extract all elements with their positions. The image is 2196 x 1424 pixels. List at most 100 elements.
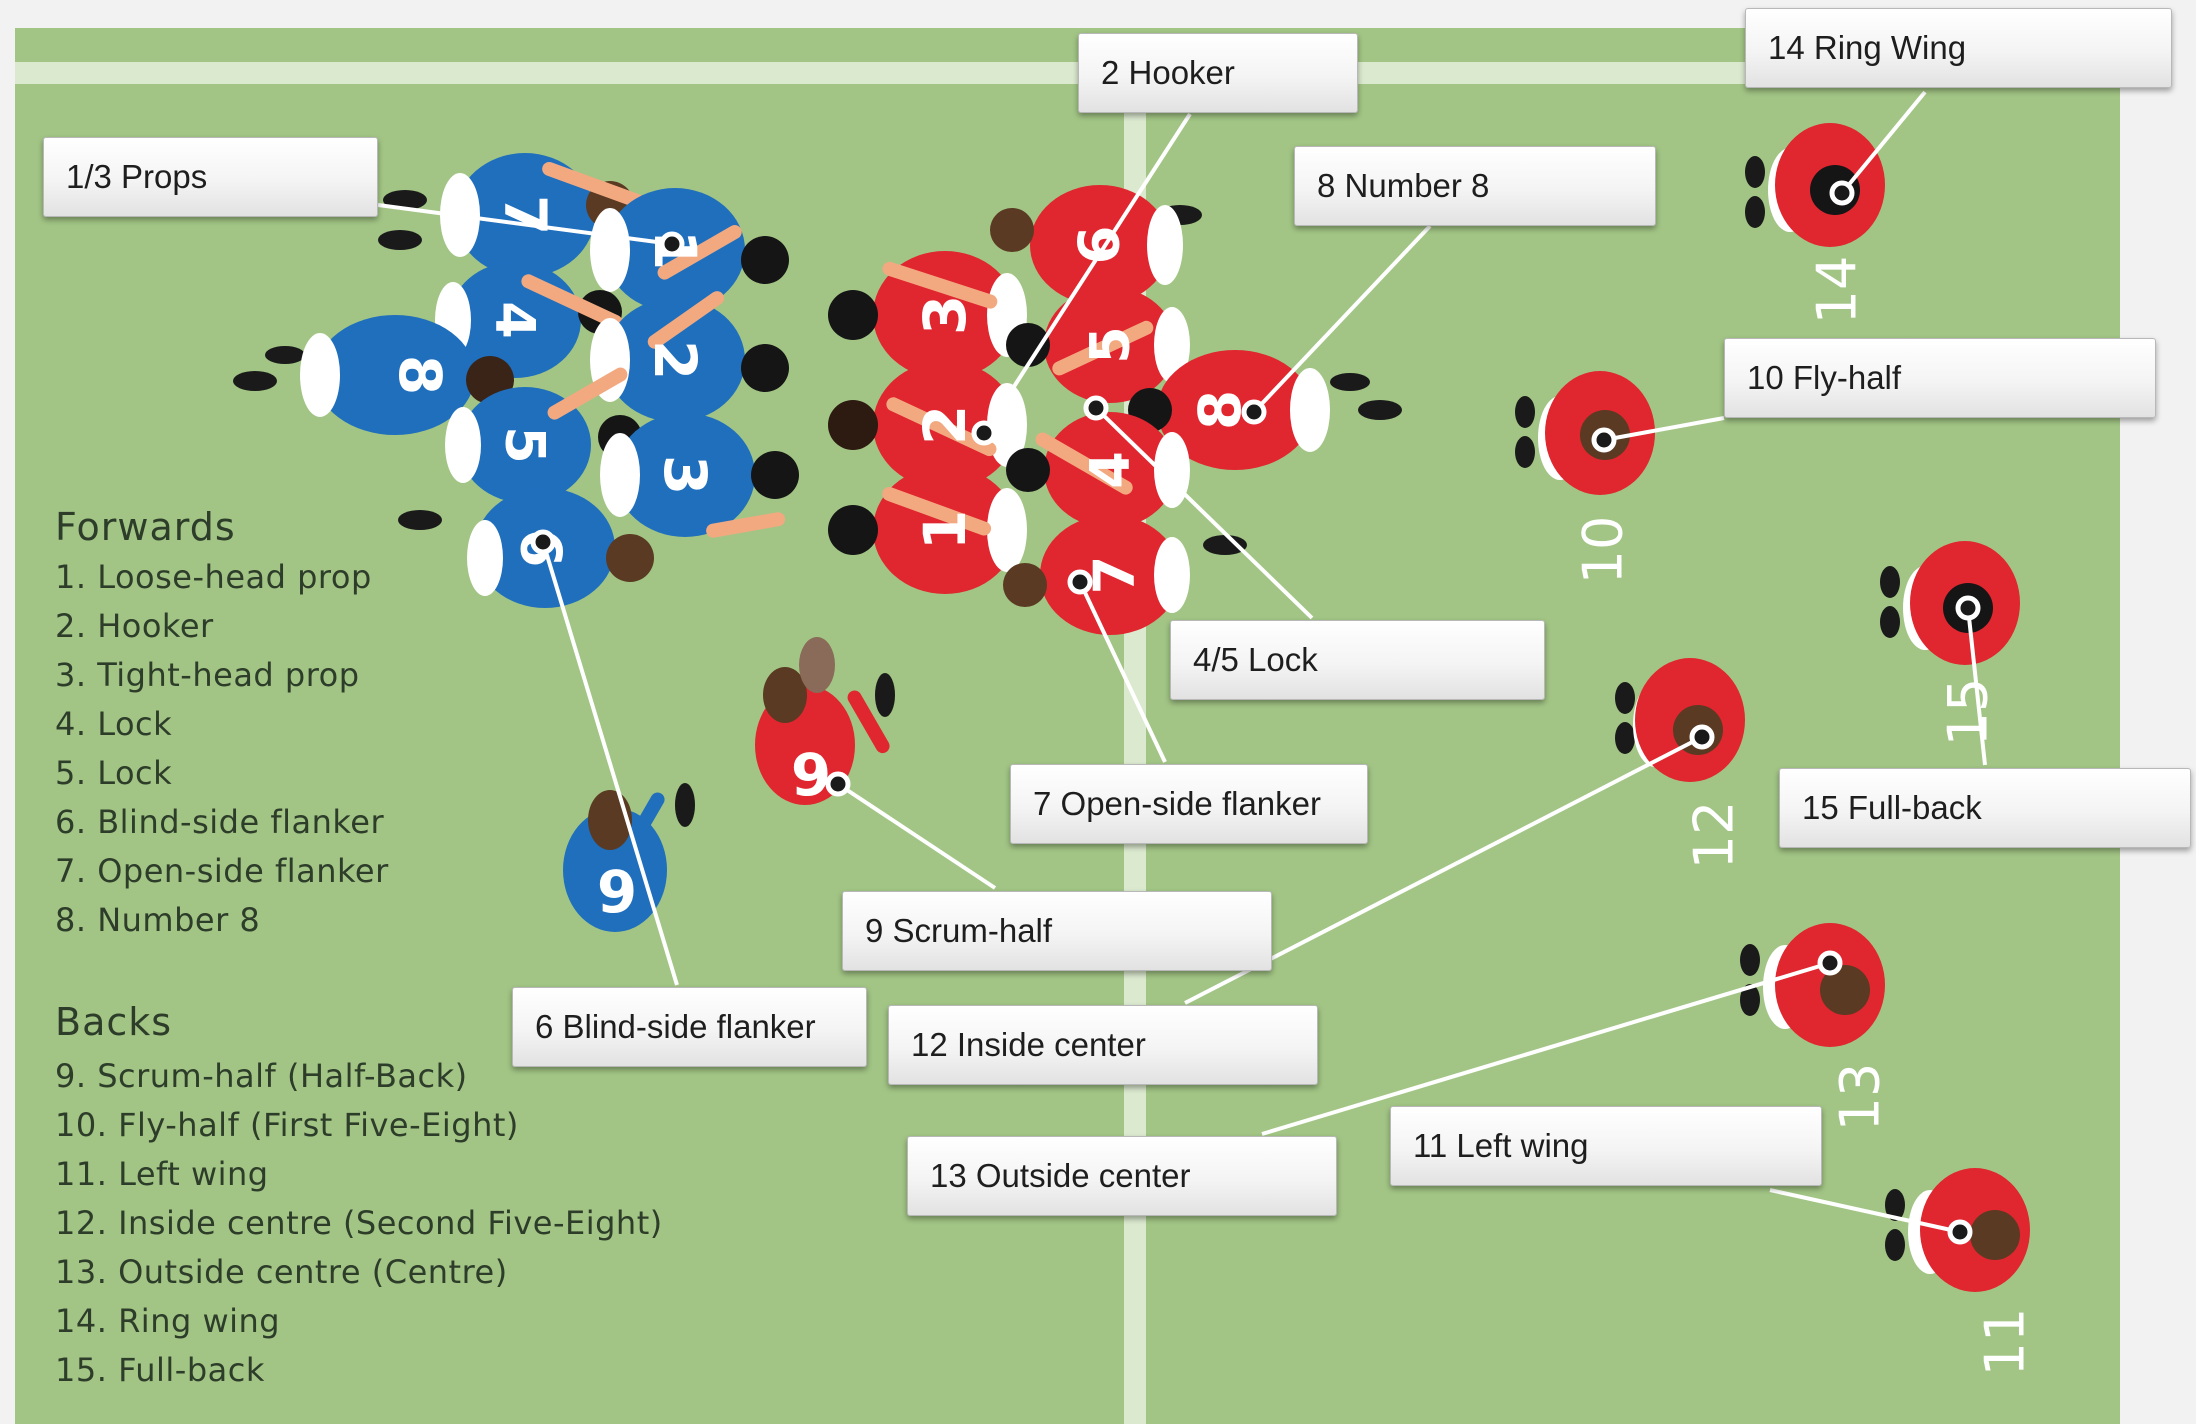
red-number-11: 11	[1974, 1308, 2037, 1377]
forwards-heading: Forwards	[55, 505, 236, 549]
blue-number-8: 8	[386, 355, 454, 395]
connector-ring-wing	[1840, 90, 1927, 195]
red-number-15: 15	[1937, 678, 2000, 747]
callout-props: 1/3 Props	[43, 137, 378, 217]
callout-fly-half: 10 Fly-half	[1724, 338, 2156, 418]
legend-item: 15. Full-back	[55, 1351, 265, 1389]
marker-inside-center	[1689, 724, 1715, 750]
legend-item: 3. Tight-head prop	[55, 656, 360, 694]
red-number-14: 14	[1806, 256, 1869, 325]
blue-player-8: 8	[233, 315, 514, 435]
marker-full-back	[1955, 595, 1981, 621]
red-backs: 14 10 15	[1515, 123, 2037, 1376]
red-player-6: 6	[990, 185, 1202, 305]
callout-hooker: 2 Hooker	[1078, 33, 1358, 113]
red-player-1: 1	[828, 466, 1027, 594]
red-player-15: 15	[1880, 541, 2020, 746]
marker-ring-wing	[1829, 180, 1855, 206]
blue-player-5: 5	[445, 367, 642, 503]
forwards-legend: Forwards 1. Loose-head prop 2. Hooker 3.…	[55, 505, 389, 945]
blue-player-3: 3	[600, 413, 799, 538]
callout-ring-wing: 14 Ring Wing	[1745, 8, 2172, 88]
connector-lines	[377, 90, 1987, 1234]
callout-number8: 8 Number 8	[1294, 146, 1656, 226]
connector-blind-side	[541, 541, 679, 986]
red-player-2: 2	[828, 361, 1027, 489]
red-player-9: 9	[755, 637, 895, 809]
red-number-2: 2	[911, 405, 979, 445]
legend-item: 9. Scrum-half (Half-Back)	[55, 1057, 468, 1095]
red-player-5: 5	[1006, 287, 1190, 403]
blue-player-2: 2	[590, 291, 789, 422]
callout-left-wing: 11 Left wing	[1390, 1106, 1822, 1186]
red-number-6: 6	[1068, 226, 1133, 265]
connector-full-back	[1966, 607, 1987, 766]
callout-lock: 4/5 Lock	[1170, 620, 1545, 700]
callout-open-side: 7 Open-side flanker	[1010, 764, 1368, 844]
marker-blind-side	[530, 529, 556, 555]
red-number-3: 3	[911, 295, 979, 335]
connector-scrum-half	[836, 782, 997, 890]
legend-item: 11. Left wing	[55, 1155, 269, 1193]
blue-number-2: 2	[641, 340, 709, 380]
blue-number-3: 3	[651, 455, 719, 495]
red-player-14: 14	[1745, 123, 1885, 324]
legend-item: 13. Outside centre (Centre)	[55, 1253, 508, 1291]
red-number-12: 12	[1683, 801, 1746, 870]
blue-number-9: 9	[597, 858, 637, 926]
blue-number-4: 4	[484, 301, 547, 339]
red-player-4: 4	[1006, 412, 1190, 528]
red-player-12: 12	[1615, 658, 1746, 869]
marker-hooker	[971, 420, 997, 446]
legend-item: 6. Blind-side flanker	[55, 803, 385, 841]
legend-item: 5. Lock	[55, 754, 173, 792]
legend-item: 1. Loose-head prop	[55, 558, 372, 596]
red-number-13: 13	[1829, 1063, 1892, 1132]
connector-left-wing	[1769, 1188, 1961, 1234]
legend-item: 14. Ring wing	[55, 1302, 281, 1340]
red-player-10: 10	[1515, 371, 1655, 584]
legend-item: 7. Open-side flanker	[55, 852, 389, 890]
connector-outside-center	[1261, 961, 1831, 1136]
red-number-4: 4	[1079, 451, 1142, 489]
marker-outside-center	[1817, 950, 1843, 976]
backs-heading: Backs	[55, 1000, 173, 1044]
red-player-3: 3	[828, 251, 1027, 379]
connector-number8	[1252, 224, 1432, 414]
red-pack: 6 3 5 2	[755, 185, 1402, 809]
legend-item: 10. Fly-half (First Five-Eight)	[55, 1106, 519, 1144]
red-number-1: 1	[911, 510, 979, 550]
marker-left-wing	[1947, 1219, 1973, 1245]
connector-markers	[530, 180, 1981, 1245]
marker-lock	[1083, 395, 1109, 421]
legend-item: 2. Hooker	[55, 607, 214, 645]
marker-scrum-half	[825, 771, 851, 797]
callout-scrum-half: 9 Scrum-half	[842, 891, 1272, 971]
connector-lock	[1094, 406, 1314, 620]
red-player-7: 7	[1003, 515, 1247, 635]
callout-blind-side: 6 Blind-side flanker	[512, 987, 867, 1067]
blue-player-9: 9	[563, 783, 695, 932]
legend-item: 12. Inside centre (Second Five-Eight)	[55, 1204, 663, 1242]
legend-item: 4. Lock	[55, 705, 173, 743]
marker-props	[659, 231, 685, 257]
connector-hooker	[982, 112, 1192, 435]
red-player-8: 8	[1128, 350, 1402, 470]
touch-line	[15, 62, 2105, 84]
red-number-9: 9	[791, 741, 831, 809]
red-number-10: 10	[1572, 516, 1635, 585]
callout-inside-center: 12 Inside center	[888, 1005, 1318, 1085]
marker-number8	[1241, 399, 1267, 425]
marker-open-side	[1067, 569, 1093, 595]
blue-pack: 7 1 4 2	[233, 153, 799, 932]
red-player-13: 13	[1740, 923, 1892, 1131]
connector-open-side	[1078, 581, 1167, 763]
marker-fly-half	[1591, 427, 1617, 453]
red-player-11: 11	[1885, 1168, 2037, 1376]
blue-number-5: 5	[494, 426, 557, 464]
callout-outside-center: 13 Outside center	[907, 1136, 1337, 1216]
legend-item: 8. Number 8	[55, 901, 261, 939]
backs-legend: Backs 9. Scrum-half (Half-Back) 10. Fly-…	[55, 1000, 663, 1395]
